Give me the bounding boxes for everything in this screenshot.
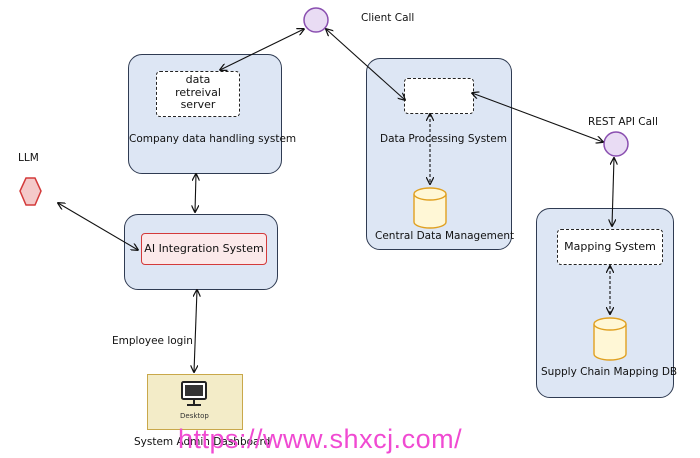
mapping-system[interactable]: Mapping System [557,229,663,265]
edge-llm-to-ai [58,203,138,250]
monitor-icon [181,381,207,406]
desktop-caption: Desktop [180,412,209,420]
edge-company-to-ai [195,174,196,212]
edge-ai-to-desktop [194,290,197,372]
watermark-url: https://www.shxcj.com/ [178,424,463,454]
client-call-label: Client Call [361,12,415,24]
supply-chain-db-icon [593,317,627,361]
company-data-system[interactable]: data retreival server Company data handl… [128,54,296,174]
data-retrieval-server-line-2: retreival [175,85,221,99]
ai-integration-system[interactable]: AI Integration System [141,233,267,265]
system-admin-dashboard-label: System Admin Dashboard [134,436,271,448]
mapping-system-label: Mapping System [564,240,656,253]
rest-api-call-circle[interactable] [603,131,629,157]
supply-chain-db-label: Supply Chain Mapping DB [541,366,678,378]
ai-integration-label: AI Integration System [144,242,264,255]
central-data-management-label: Central Data Management [375,230,515,242]
company-data-system-label: Company data handling system [129,133,297,145]
edge-processing-to-rest [472,93,603,142]
edge-client-to-processing [326,29,405,100]
data-retrieval-server[interactable]: data retreival server [156,71,240,117]
ai-integration-container[interactable]: AI Integration System [124,214,278,290]
mapping-container[interactable]: Mapping System Supply Chain Mapping DB [536,208,678,398]
employee-login-label: Employee login [112,335,193,347]
rest-api-call-label: REST API Call [588,116,658,128]
data-retrieval-server-line-1: data [185,73,211,86]
central-data-db-icon [413,187,447,229]
llm-hexagon[interactable] [19,177,42,206]
edge-client-to-server [220,29,304,70]
data-retrieval-server-line-3: server [180,98,216,111]
client-call-circle[interactable] [303,7,329,33]
llm-label: LLM [18,152,39,164]
edge-rest-to-mapping [612,158,614,226]
